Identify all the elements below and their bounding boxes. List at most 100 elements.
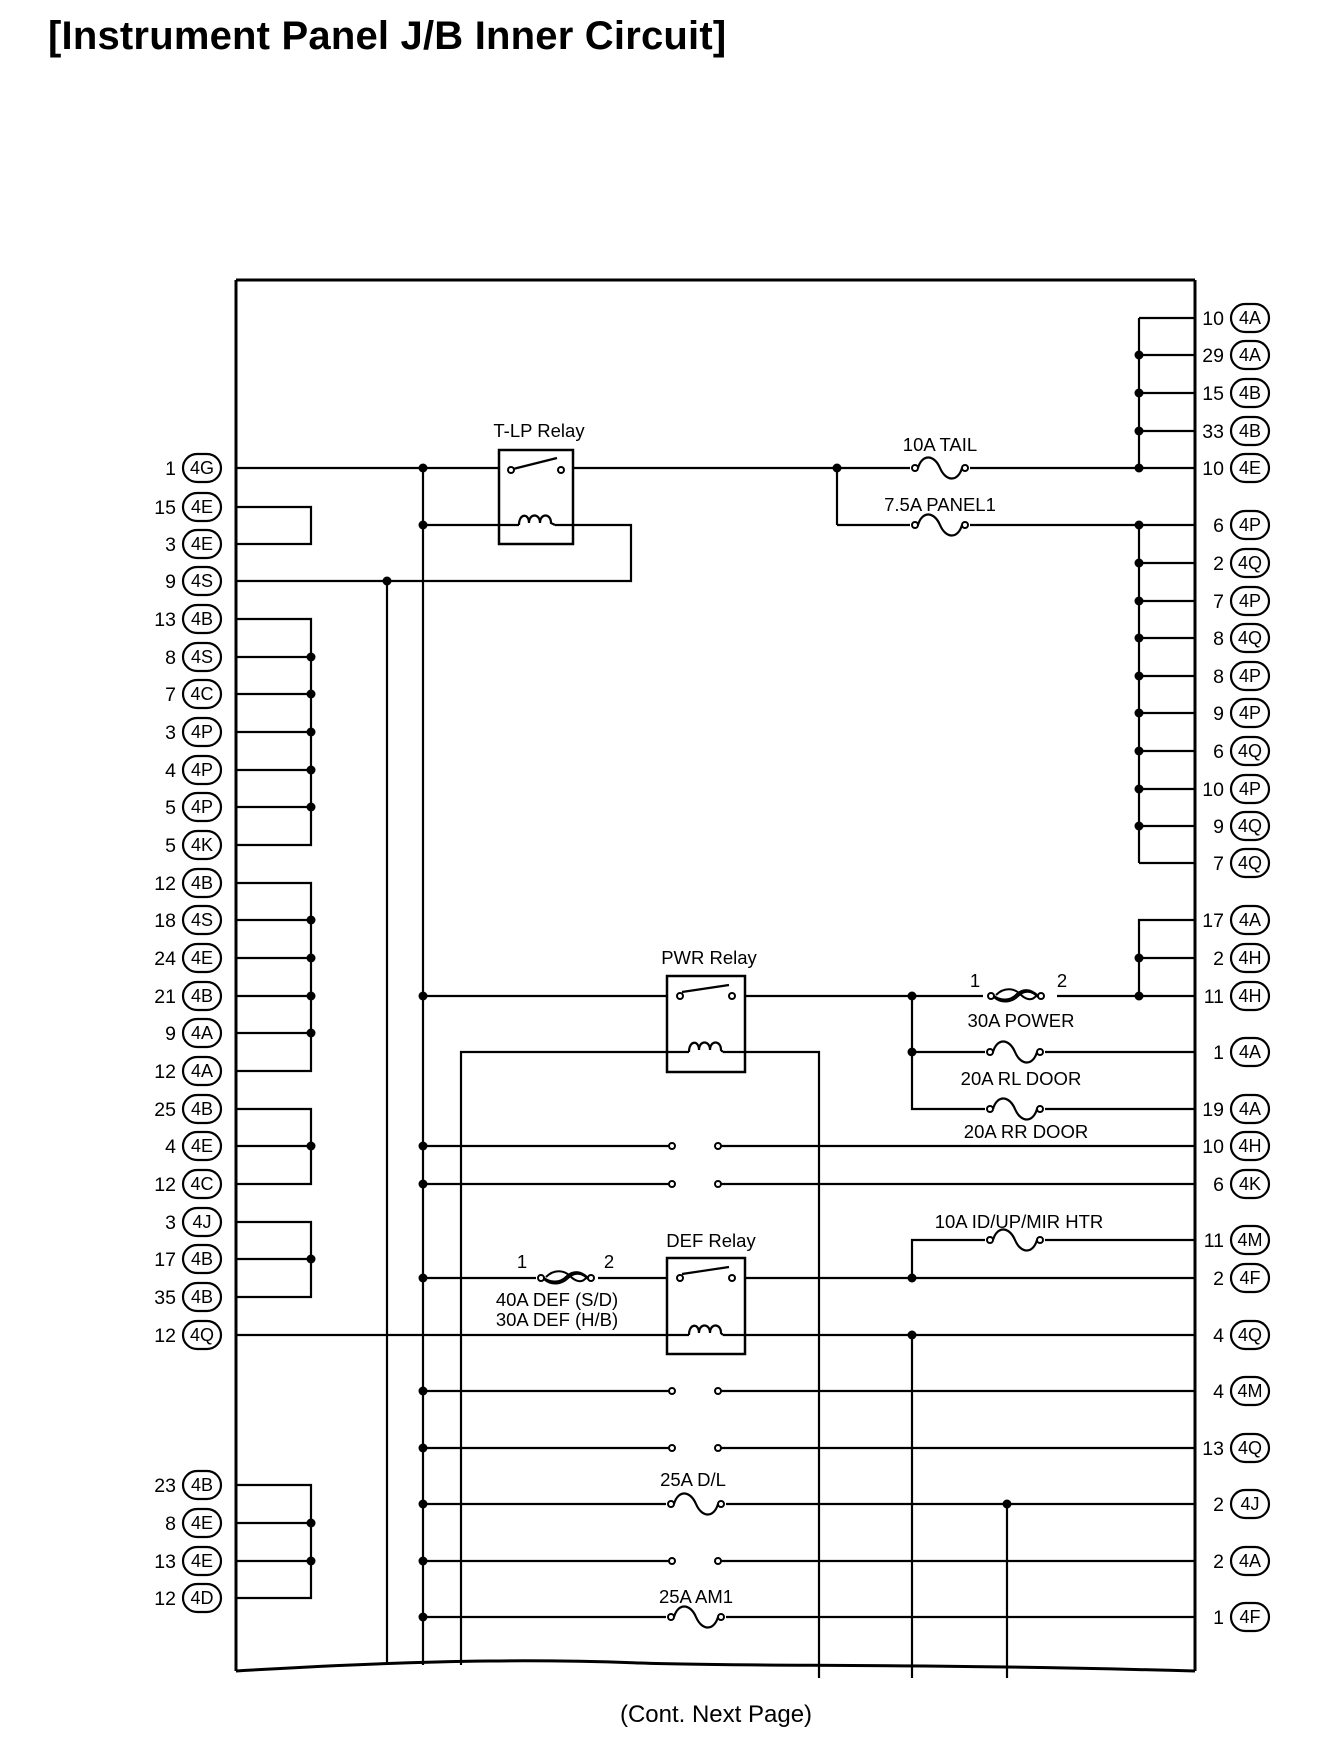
left-pin-number: 24 bbox=[154, 948, 176, 970]
fuse-25a-dl: 25A D/L bbox=[660, 1469, 726, 1516]
connector-oval bbox=[1229, 1488, 1271, 1520]
right-pin-number: 7 bbox=[1213, 591, 1224, 613]
connector-oval bbox=[181, 1469, 223, 1501]
connector-oval bbox=[1229, 302, 1271, 334]
left-pin-connector: 4B bbox=[191, 1099, 213, 1119]
fuse-20a-rr-door: 20A RR DOOR bbox=[964, 1097, 1088, 1142]
right-pin-number: 11 bbox=[1204, 986, 1224, 1008]
connector-oval bbox=[1229, 1036, 1271, 1068]
connector-oval bbox=[1229, 452, 1271, 484]
left-pin-number: 4 bbox=[165, 760, 176, 782]
connector-oval bbox=[181, 867, 223, 899]
connector-oval bbox=[1229, 980, 1271, 1012]
left-pin-number: 18 bbox=[154, 910, 176, 932]
right-pin-number: 1 bbox=[1213, 1042, 1224, 1064]
right-pin: 7 4P bbox=[1213, 585, 1271, 617]
connector-oval bbox=[181, 603, 223, 635]
fuse-40a-def-sd-label: 40A DEF (S/D) bbox=[496, 1289, 618, 1310]
connector-oval bbox=[181, 1545, 223, 1577]
left-pin-number: 5 bbox=[165, 797, 176, 819]
fuse-20a-rl-door: 20A RL DOOR bbox=[961, 1040, 1081, 1089]
connector-oval bbox=[181, 1243, 223, 1275]
connector-oval bbox=[1229, 622, 1271, 654]
left-pin-number: 13 bbox=[154, 1551, 176, 1573]
connector-oval bbox=[181, 678, 223, 710]
connector-oval bbox=[1229, 1262, 1271, 1294]
right-pin-number: 9 bbox=[1213, 703, 1224, 725]
connector-oval bbox=[1229, 904, 1271, 936]
connector-oval bbox=[1229, 509, 1271, 541]
left-pin-connector: 4B bbox=[191, 1475, 213, 1495]
right-pin-connector: 4H bbox=[1238, 948, 1261, 968]
right-pin-connector: 4J bbox=[1240, 1494, 1259, 1514]
right-pin-connector: 4A bbox=[1239, 308, 1261, 328]
right-pin-connector: 4H bbox=[1238, 986, 1261, 1006]
right-pin-connector: 4M bbox=[1237, 1230, 1262, 1250]
connector-oval bbox=[1229, 1545, 1271, 1577]
left-pin-number: 12 bbox=[154, 1325, 176, 1347]
left-pin-connector: 4J bbox=[192, 1212, 211, 1232]
left-pin-number: 12 bbox=[154, 1588, 176, 1610]
left-pin-number: 9 bbox=[165, 1023, 176, 1045]
right-pin-connector: 4Q bbox=[1238, 553, 1262, 573]
connector-oval bbox=[181, 1168, 223, 1200]
left-pin-connector: 4B bbox=[191, 609, 213, 629]
left-pin-connector: 4A bbox=[191, 1023, 213, 1043]
right-pin-number: 9 bbox=[1213, 816, 1224, 838]
connector-oval bbox=[181, 1206, 223, 1238]
connector-oval bbox=[1229, 773, 1271, 805]
connector-oval bbox=[1229, 660, 1271, 692]
left-pin-connector: 4S bbox=[191, 647, 213, 667]
right-pin-number: 19 bbox=[1202, 1099, 1224, 1121]
right-pin-connector: 4Q bbox=[1238, 853, 1262, 873]
left-pin-connector: 4Q bbox=[190, 1325, 214, 1345]
right-pin-connector: 4F bbox=[1239, 1607, 1260, 1627]
connector-oval bbox=[181, 1281, 223, 1313]
connector-oval bbox=[1229, 1601, 1271, 1633]
fuse-30a-def-hb-label: 30A DEF (H/B) bbox=[496, 1309, 618, 1330]
left-pin-connector: 4B bbox=[191, 873, 213, 893]
left-pin-connector: 4P bbox=[191, 760, 213, 780]
connector-oval bbox=[181, 565, 223, 597]
connector-oval bbox=[1229, 1168, 1271, 1200]
connector-oval bbox=[181, 942, 223, 974]
left-pin-number: 1 bbox=[165, 458, 176, 480]
right-pin-number: 4 bbox=[1213, 1381, 1224, 1403]
fuse-10a-id-up-mir-htr: 10A ID/UP/MIR HTR bbox=[935, 1211, 1103, 1252]
fuse-10a-tail-label: 10A TAIL bbox=[903, 434, 977, 455]
fuse-40a-def-terminal-1: 1 bbox=[517, 1251, 527, 1272]
jb-housing bbox=[234, 278, 1197, 1673]
right-pin-connector: 4B bbox=[1239, 383, 1261, 403]
left-pin-connector: 4B bbox=[191, 1287, 213, 1307]
left-pin-connector: 4B bbox=[191, 1249, 213, 1269]
right-pin-connector: 4P bbox=[1239, 591, 1261, 611]
connector-oval bbox=[181, 1017, 223, 1049]
left-pin-connector: 4B bbox=[191, 986, 213, 1006]
right-pin-number: 6 bbox=[1213, 515, 1224, 537]
right-pin-number: 33 bbox=[1202, 421, 1224, 443]
right-pin-number: 2 bbox=[1213, 1268, 1224, 1290]
fuse-25a-dl-label: 25A D/L bbox=[660, 1469, 726, 1490]
right-pin-number: 13 bbox=[1202, 1438, 1224, 1460]
connector-oval bbox=[1229, 415, 1271, 447]
fuse-30a-power-terminal-1: 1 bbox=[970, 970, 980, 991]
